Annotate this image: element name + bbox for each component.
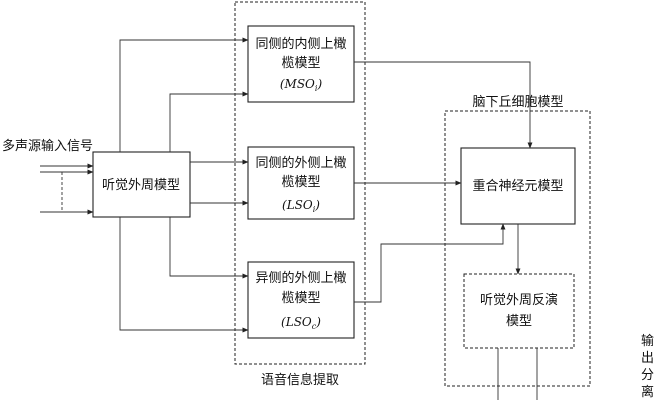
wire-periphery-to-mso-b	[169, 91, 249, 152]
output-label-char-3: 分	[641, 368, 654, 383]
hypothalamus-group	[444, 110, 591, 387]
wire-periphery-to-lsoc-a	[169, 217, 249, 279]
inverse-periphery-line2: 模型	[506, 314, 532, 329]
wire-periphery-to-mso-a	[119, 37, 249, 152]
lso-contralateral-symbol: (LSOc)	[281, 315, 321, 331]
wire-lsoc-to-coincidence	[354, 223, 506, 303]
inverse-periphery-box	[463, 273, 575, 349]
output-label-char-1: 输	[641, 333, 654, 349]
mso-model-line1: 同侧的内侧上橄	[255, 36, 346, 52]
wire-mso-to-coincidence	[354, 61, 533, 149]
auditory-periphery-box	[92, 151, 191, 218]
lso-ipsilateral-line2: 榄模型	[281, 174, 320, 190]
lso-contralateral-line1: 异侧的外侧上橄	[255, 270, 346, 286]
coincidence-neuron-label: 重合神经元模型	[472, 178, 563, 194]
output-label-char-2: 出	[641, 351, 654, 366]
lso-contralateral-box	[247, 261, 355, 339]
lso-ipsilateral-symbol: (LSOi)	[282, 198, 320, 214]
input-signal-label: 多声源输入信号	[2, 138, 93, 154]
speech-extraction-caption: 语音信息提取	[261, 372, 339, 388]
output-label-char-4: 离	[641, 384, 654, 400]
mso-model-symbol: (MSOi)	[280, 77, 323, 93]
wire-periphery-to-lsoc-b	[119, 217, 249, 333]
mso-model-box	[247, 25, 355, 103]
lso-ipsilateral-line1: 同侧的外侧上橄	[255, 155, 346, 171]
inverse-periphery-line1: 听觉外周反演	[480, 292, 558, 308]
mso-model-line2: 榄模型	[281, 55, 320, 71]
auditory-periphery-label: 听觉外周模型	[102, 178, 180, 193]
lso-contralateral-line2: 榄模型	[281, 290, 320, 306]
hypothalamus-caption: 脑下丘细胞模型	[472, 95, 563, 110]
